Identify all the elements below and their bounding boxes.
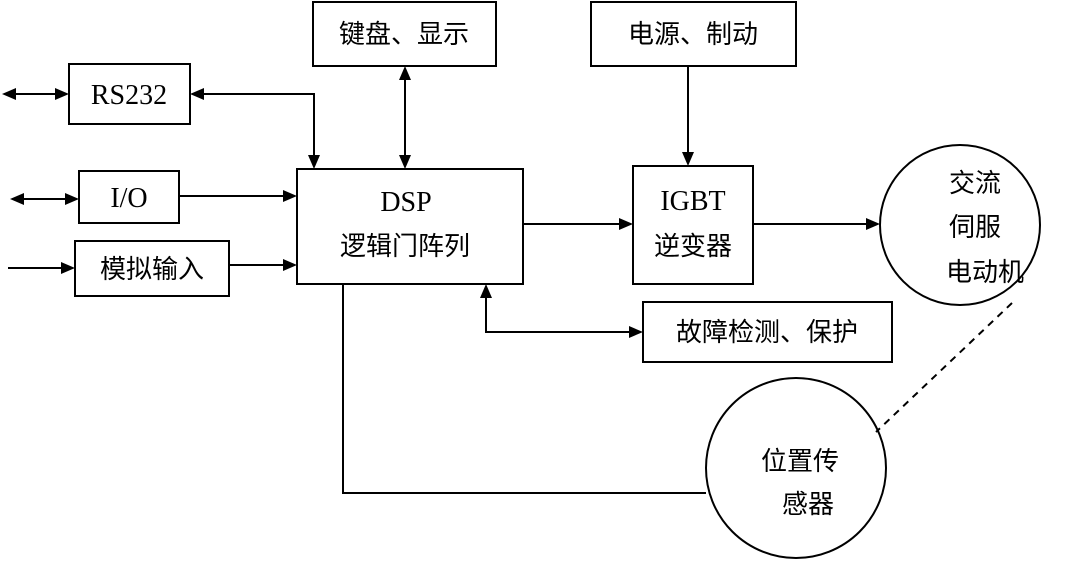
sensor-label-line1: 位置传	[761, 447, 839, 477]
rs232-block: RS232	[68, 63, 191, 125]
power-brake-label: 电源、制动	[628, 20, 758, 50]
dsp-igbt-link	[523, 218, 633, 230]
sensor-label-line2: 感器	[782, 490, 834, 520]
dsp-label-line2: 逻辑门阵列	[340, 232, 470, 262]
igbt-inverter-block: IGBT 逆变器	[632, 165, 754, 285]
dsp-label-line1: DSP	[380, 187, 431, 218]
analog-input-block: 模拟输入	[74, 240, 230, 297]
io-label: I/O	[110, 183, 147, 214]
io-block: I/O	[78, 170, 180, 224]
analog-dsp-link	[229, 259, 297, 271]
igbt-label-line1: IGBT	[660, 186, 725, 217]
io-external-link	[10, 193, 79, 205]
position-sensor-block: 位置传 感器	[705, 377, 887, 559]
rs232-dsp-link	[190, 88, 320, 169]
analog-input-label: 模拟输入	[100, 255, 204, 285]
igbt-label-line2: 逆变器	[654, 232, 732, 262]
ac-servo-motor-block: 交流 伺服 电动机	[879, 144, 1041, 306]
power-brake-block: 电源、制动	[590, 1, 797, 67]
motor-label-line2: 伺服	[949, 213, 1001, 243]
rs232-external-link	[2, 88, 69, 100]
motor-sensor-coupling	[875, 302, 1013, 433]
keyboard-dsp-link	[399, 66, 411, 169]
io-dsp-link	[179, 190, 297, 202]
motor-label-line3: 电动机	[946, 258, 1024, 288]
fault-protection-block: 故障检测、保护	[642, 301, 893, 363]
power-igbt-link	[682, 66, 694, 166]
sensor-feedback-link	[342, 284, 706, 494]
rs232-label: RS232	[91, 80, 167, 111]
analog-external-link	[8, 262, 75, 274]
motor-label-line1: 交流	[949, 169, 1001, 199]
keyboard-display-label: 键盘、显示	[339, 20, 469, 50]
fault-protection-label: 故障检测、保护	[676, 318, 858, 348]
dsp-block: DSP 逻辑门阵列	[296, 168, 524, 285]
igbt-motor-link	[753, 218, 880, 230]
keyboard-display-block: 键盘、显示	[312, 1, 497, 67]
dsp-fault-link	[480, 284, 643, 338]
